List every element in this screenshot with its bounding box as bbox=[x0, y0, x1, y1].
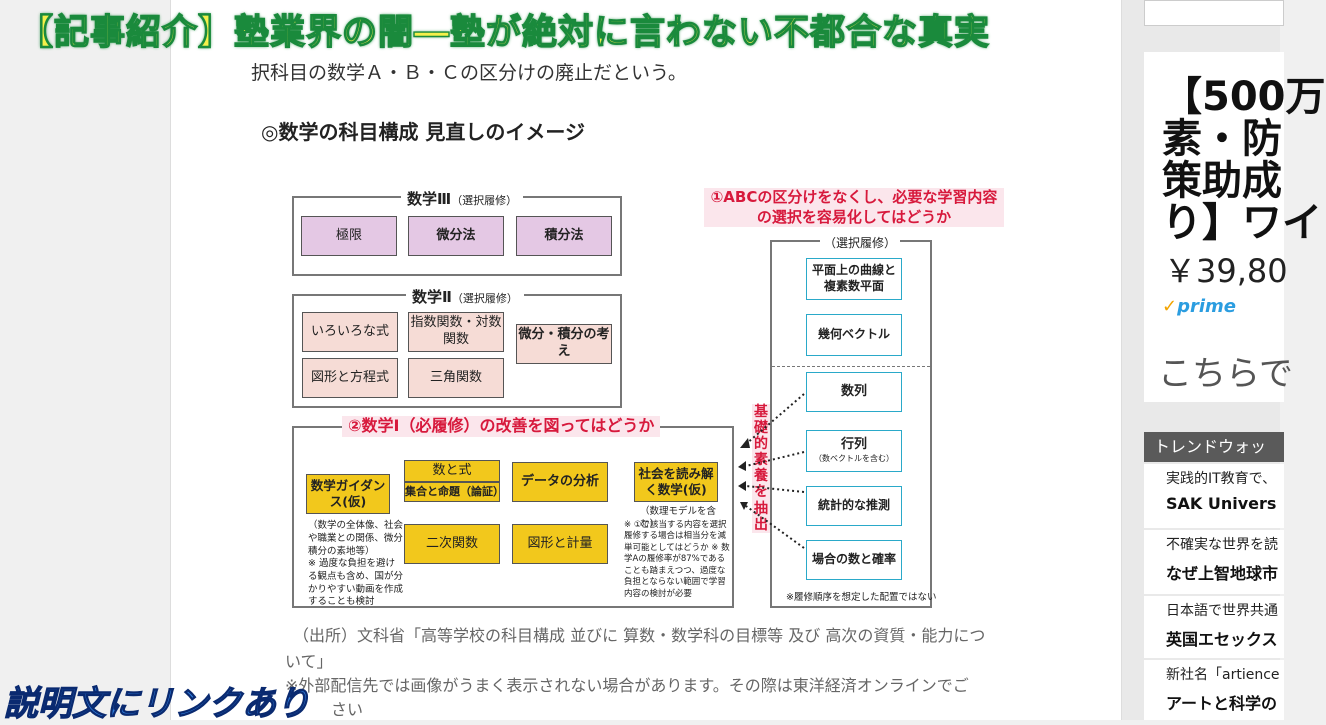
ad-price: ￥39,80 bbox=[1164, 252, 1288, 290]
trend-sub: 新社名「artience bbox=[1166, 667, 1280, 683]
trend-sub: 日本語で世界共通 bbox=[1166, 603, 1278, 619]
trend-sub: 実践的IT教育で、 bbox=[1166, 471, 1277, 487]
trend-main: 英国エセックス bbox=[1166, 630, 1278, 649]
trend-sub: 不確実な世界を読 bbox=[1166, 537, 1278, 553]
right-footnote: ※履修順序を想定した配置ではない bbox=[786, 592, 937, 603]
video-caption-link: 説明文にリンクあり bbox=[3, 683, 310, 724]
arrowhead-2 bbox=[738, 461, 746, 471]
trend-item-3[interactable]: 日本語で世界共通 英国エセックス bbox=[1144, 596, 1284, 658]
ad-title-line-3: 策助成 bbox=[1162, 158, 1282, 204]
math2-item-calculus-idea: 微分・積分の考え bbox=[516, 324, 612, 364]
figure-image: 数学Ⅲ（選択履修） 極限 微分法 積分法 数学Ⅱ（選択履修） いろいろな式 指数… bbox=[286, 178, 1006, 618]
matrix-note: （数ベクトルを含む） bbox=[814, 454, 894, 464]
math1-society-note2: ※ ①で該当する内容を選択履修する場合は相当分を減単可能としてはどうか ※ 数学… bbox=[624, 520, 730, 599]
math2-item-figure-equations: 図形と方程式 bbox=[302, 358, 398, 398]
arrow-sequences bbox=[745, 393, 805, 445]
trend-main: SAK Univers bbox=[1166, 494, 1277, 513]
math1-society-note: （数理モデルを含む） bbox=[640, 506, 717, 530]
math1-item-numbers: 数と式 bbox=[404, 460, 500, 482]
source-line-1: （出所）文科省「高等学校の科目構成 並びに 算数・数学科の目標等 及び 高次の資… bbox=[293, 626, 986, 645]
trend-item-1[interactable]: 実践的IT教育で、 SAK Univers bbox=[1144, 464, 1284, 528]
math2-item-exp-log: 指数関数・対数関数 bbox=[408, 312, 504, 352]
ad-title[interactable]: 【500万 素・防 策助成 り】ワイ bbox=[1162, 76, 1326, 244]
arrowhead-4 bbox=[740, 502, 748, 510]
right-item-sequences: 数列 bbox=[806, 372, 902, 412]
math3-label: 数学Ⅲ（選択履修） bbox=[401, 188, 524, 209]
math1-item-sets: 集合と命題（論証） bbox=[404, 482, 504, 502]
ad-card[interactable]: 【500万 素・防 策助成 り】ワイ ￥39,80 ✓prime こちらで bbox=[1144, 52, 1326, 402]
source-line-2: いて」 bbox=[285, 652, 333, 671]
math1-guidance-note: （数学の全体像、社会や職業との関係、微分積分の素地等） bbox=[308, 520, 404, 557]
ad-title-line-4: り】ワイ bbox=[1162, 200, 1322, 246]
right-item-matrix: 行列 （数ベクトルを含む） bbox=[806, 430, 902, 472]
arrowhead-1 bbox=[740, 438, 750, 448]
math3-item-integral: 積分法 bbox=[516, 216, 612, 256]
right-divider bbox=[772, 366, 930, 367]
prime-badge: ✓prime bbox=[1162, 296, 1236, 317]
sidebar-search-box[interactable] bbox=[1144, 0, 1284, 26]
video-caption-title: 【記事紹介】塾業界の闇―塾が絶対に言わない不都合な真実 bbox=[17, 12, 991, 53]
math3-item-differential: 微分法 bbox=[408, 216, 504, 256]
arrow-statistics bbox=[745, 485, 805, 493]
arrow-matrix bbox=[745, 451, 805, 467]
right-item-curves: 平面上の曲線と複素数平面 bbox=[806, 258, 902, 300]
right-item-vectors: 幾何ベクトル bbox=[806, 314, 902, 356]
source-line-3: ※外部配信先では画像がうまく表示されない場合があります。その際は東洋経済オンライ… bbox=[285, 676, 969, 695]
right-item-probability: 場合の数と確率 bbox=[806, 540, 902, 580]
math2-item-expressions: いろいろな式 bbox=[302, 312, 398, 352]
ad-cta[interactable]: こちらで bbox=[1158, 354, 1293, 394]
math1-guidance-note2: ※ 過度な負担を避ける観点も含め、国が分かりやすい動画を作成することも検討 bbox=[308, 558, 404, 608]
math1-frame bbox=[292, 426, 734, 608]
extraction-arrows bbox=[738, 393, 805, 549]
trend-heading: トレンドウォッ bbox=[1144, 432, 1284, 462]
math1-item-data: データの分析 bbox=[512, 462, 608, 502]
foundation-vertical-label: 基礎的素養を抽出 bbox=[752, 404, 770, 533]
math1-guidance: 数学ガイダンス(仮) bbox=[306, 474, 390, 514]
prime-label: prime bbox=[1177, 296, 1236, 317]
right-sub-label: （選択履修） bbox=[820, 234, 901, 251]
ad-title-line-1: 【500万 bbox=[1162, 74, 1326, 120]
prime-check-icon: ✓ bbox=[1162, 296, 1178, 317]
figure-title: ◎数学の科目構成 見直しのイメージ bbox=[261, 120, 586, 144]
right-item-statistics: 統計的な推測 bbox=[806, 486, 902, 526]
math2-label: 数学Ⅱ（選択履修） bbox=[406, 286, 524, 307]
trend-item-4[interactable]: 新社名「artience アートと科学の bbox=[1144, 660, 1284, 720]
math1-item-trig-measure: 図形と計量 bbox=[512, 524, 608, 564]
article-paragraph: 択科目の数学Ａ・Ｂ・Ｃの区分けの廃止だという。 bbox=[251, 62, 687, 84]
matrix-label: 行列 bbox=[840, 437, 867, 453]
math3-item-limit: 極限 bbox=[301, 216, 397, 256]
article-page: 択科目の数学Ａ・Ｂ・Ｃの区分けの廃止だという。 ◎数学の科目構成 見直しのイメー… bbox=[170, 0, 1122, 720]
arrowhead-3 bbox=[738, 481, 746, 491]
arrow-probability bbox=[745, 505, 805, 549]
ad-title-line-2: 素・防 bbox=[1162, 116, 1282, 162]
math1-heading: ②数学Ⅰ（必履修）の改善を図ってはどうか bbox=[342, 416, 661, 437]
math2-item-trig: 三角関数 bbox=[408, 358, 504, 398]
math1-item-quadratic: 二次関数 bbox=[404, 524, 500, 564]
trend-main: アートと科学の bbox=[1166, 694, 1278, 713]
trend-main: なぜ上智地球市 bbox=[1166, 564, 1279, 583]
trend-item-2[interactable]: 不確実な世界を読 なぜ上智地球市 bbox=[1144, 530, 1284, 594]
math1-society: 社会を読み解く数学(仮) bbox=[634, 462, 718, 502]
abc-proposal: ①ABCの区分けをなくし、必要な学習内容の選択を容易化してはどうか bbox=[704, 188, 1004, 227]
source-line-4: さい bbox=[331, 700, 364, 719]
